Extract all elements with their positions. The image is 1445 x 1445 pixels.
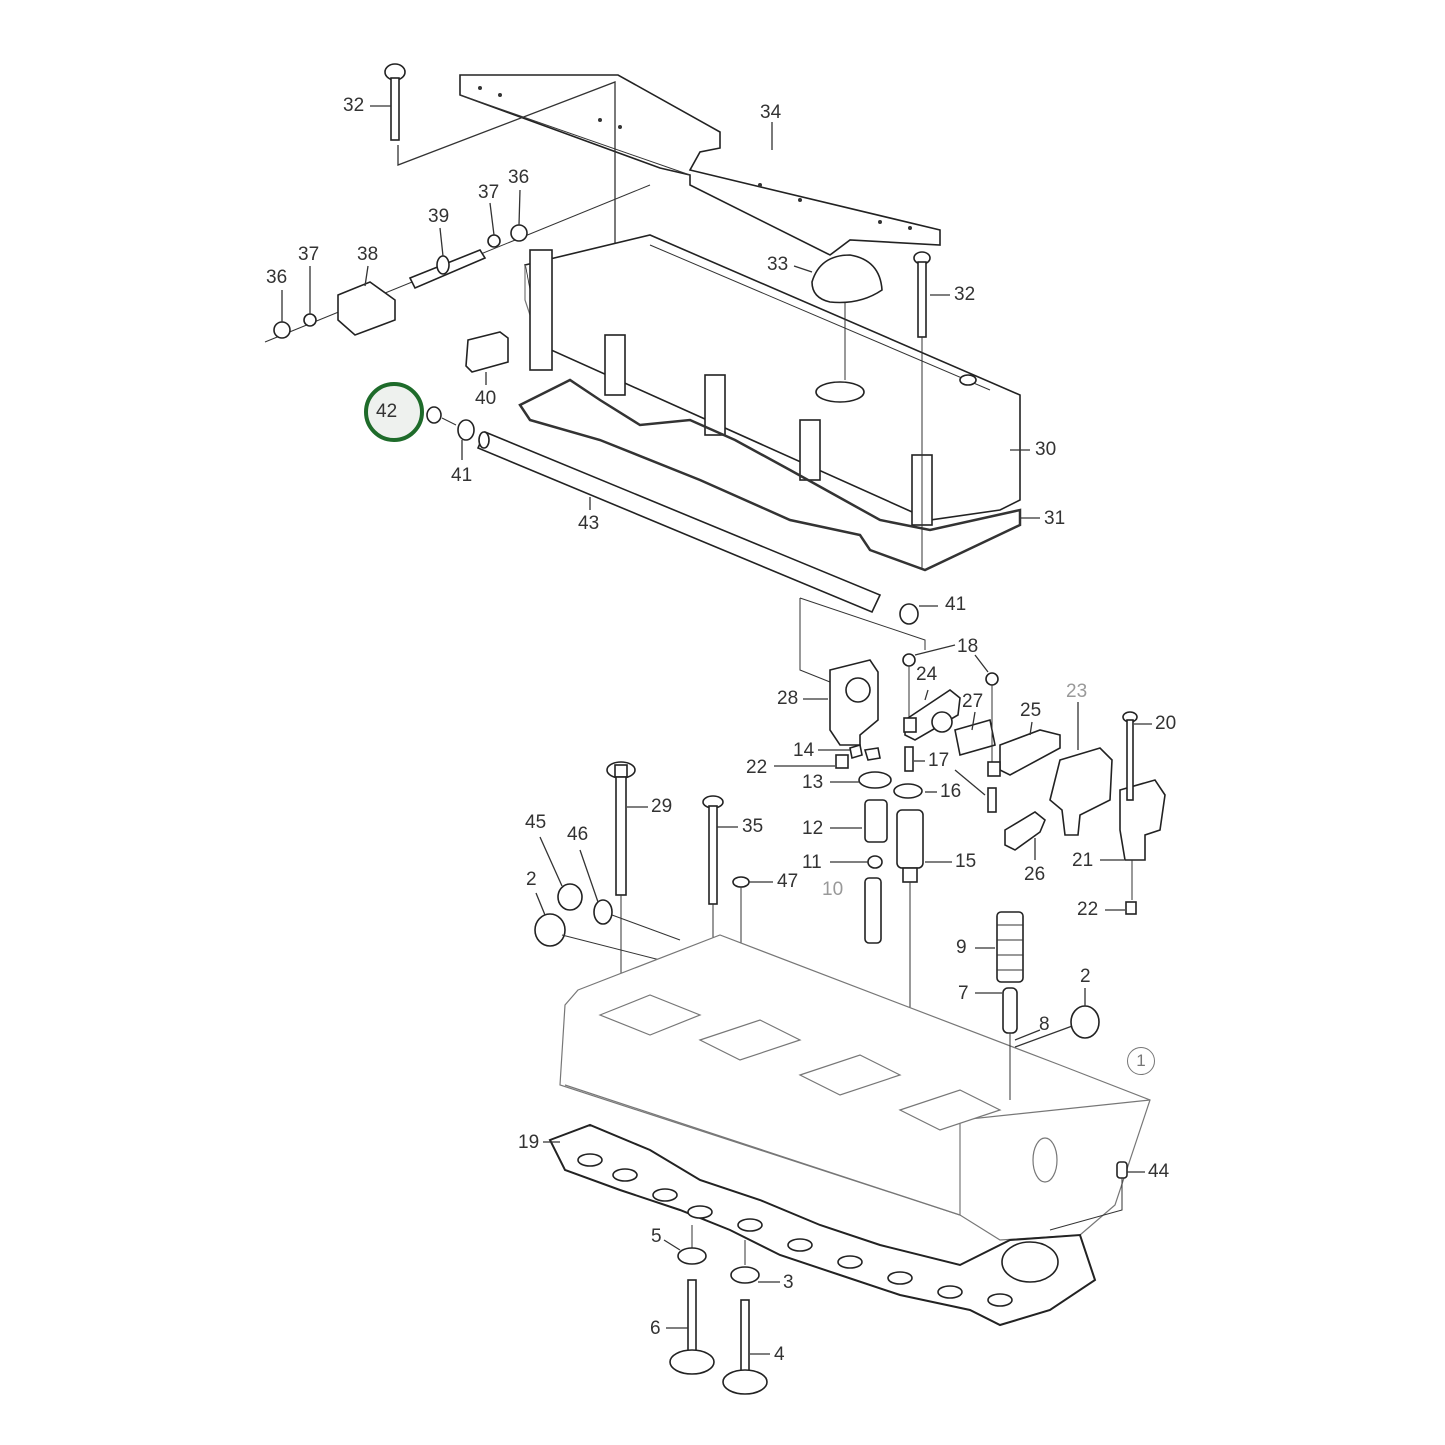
callout-14[interactable]: 14	[793, 740, 815, 761]
bolt-32b-drawing	[913, 251, 931, 570]
callout-6[interactable]: 6	[650, 1318, 661, 1339]
bracket-34-drawing	[459, 74, 941, 256]
leader-lines-rocker	[774, 644, 1152, 911]
callout-38[interactable]: 38	[357, 244, 379, 265]
callout-36[interactable]: 36	[508, 167, 530, 188]
callout-32[interactable]: 32	[343, 95, 365, 116]
callout-2[interactable]: 2	[1080, 966, 1091, 987]
pad-40-drawing	[465, 331, 509, 373]
callout-18[interactable]: 18	[957, 636, 979, 657]
callout-36[interactable]: 36	[266, 267, 288, 288]
callout-37[interactable]: 37	[298, 244, 320, 265]
cylinder-head-drawing	[559, 934, 1151, 1241]
callout-23[interactable]: 23	[1066, 681, 1088, 702]
callout-7[interactable]: 7	[958, 983, 969, 1004]
callout-15[interactable]: 15	[955, 851, 977, 872]
callout-13[interactable]: 13	[802, 772, 824, 793]
assembly-marker-1: 1	[1127, 1047, 1155, 1075]
callout-20[interactable]: 20	[1155, 713, 1177, 734]
callout-47[interactable]: 47	[777, 871, 799, 892]
rocker-assembly-drawing	[829, 653, 1166, 1100]
callout-29[interactable]: 29	[651, 796, 673, 817]
callout-27[interactable]: 27	[962, 691, 984, 712]
callout-16[interactable]: 16	[940, 781, 962, 802]
bolt-32-drawing	[384, 63, 616, 360]
callout-12[interactable]: 12	[802, 818, 824, 839]
callout-22[interactable]: 22	[1077, 899, 1099, 920]
callout-5[interactable]: 5	[651, 1226, 662, 1247]
highlight-circle-part-42[interactable]	[364, 382, 424, 442]
callout-33[interactable]: 33	[767, 254, 789, 275]
callout-8[interactable]: 8	[1039, 1014, 1050, 1035]
leader-lines-top	[281, 105, 1040, 519]
callout-44[interactable]: 44	[1148, 1161, 1170, 1182]
dowel-44-drawing	[1049, 1161, 1145, 1231]
callout-25[interactable]: 25	[1020, 700, 1042, 721]
callout-40[interactable]: 40	[475, 388, 497, 409]
callout-21[interactable]: 21	[1072, 850, 1094, 871]
callout-2[interactable]: 2	[526, 869, 537, 890]
valve-cover-30-drawing	[524, 234, 1021, 526]
callout-34[interactable]: 34	[760, 102, 782, 123]
callout-19[interactable]: 19	[518, 1132, 540, 1153]
callout-24[interactable]: 24	[916, 664, 938, 685]
callout-11[interactable]: 11	[802, 852, 822, 873]
oil-cap-33-drawing	[811, 254, 883, 380]
callout-43[interactable]: 43	[578, 513, 600, 534]
callout-31[interactable]: 31	[1044, 508, 1066, 529]
callout-4[interactable]: 4	[774, 1344, 785, 1365]
valve-spring-drawing	[975, 911, 1100, 1100]
callout-35[interactable]: 35	[742, 816, 764, 837]
callout-22[interactable]: 22	[746, 757, 768, 778]
callout-39[interactable]: 39	[428, 206, 450, 227]
callout-28[interactable]: 28	[777, 688, 799, 709]
gasket-31-drawing	[518, 378, 1022, 572]
callout-46[interactable]: 46	[567, 824, 589, 845]
callout-9[interactable]: 9	[956, 937, 967, 958]
head-gasket-19-drawing	[543, 1123, 1097, 1327]
callout-42[interactable]: 42	[376, 401, 398, 422]
callout-41[interactable]: 41	[451, 465, 473, 486]
callout-45[interactable]: 45	[525, 812, 547, 833]
valves-drawing	[663, 1225, 780, 1395]
callout-10[interactable]: 10	[822, 879, 844, 900]
callout-3[interactable]: 3	[783, 1272, 794, 1293]
callout-17[interactable]: 17	[928, 750, 950, 771]
shaft-43-drawing	[426, 406, 938, 691]
callout-30[interactable]: 30	[1035, 439, 1057, 460]
callout-32[interactable]: 32	[954, 284, 976, 305]
callout-41[interactable]: 41	[945, 594, 967, 615]
callout-37[interactable]: 37	[478, 182, 500, 203]
callout-26[interactable]: 26	[1024, 864, 1046, 885]
